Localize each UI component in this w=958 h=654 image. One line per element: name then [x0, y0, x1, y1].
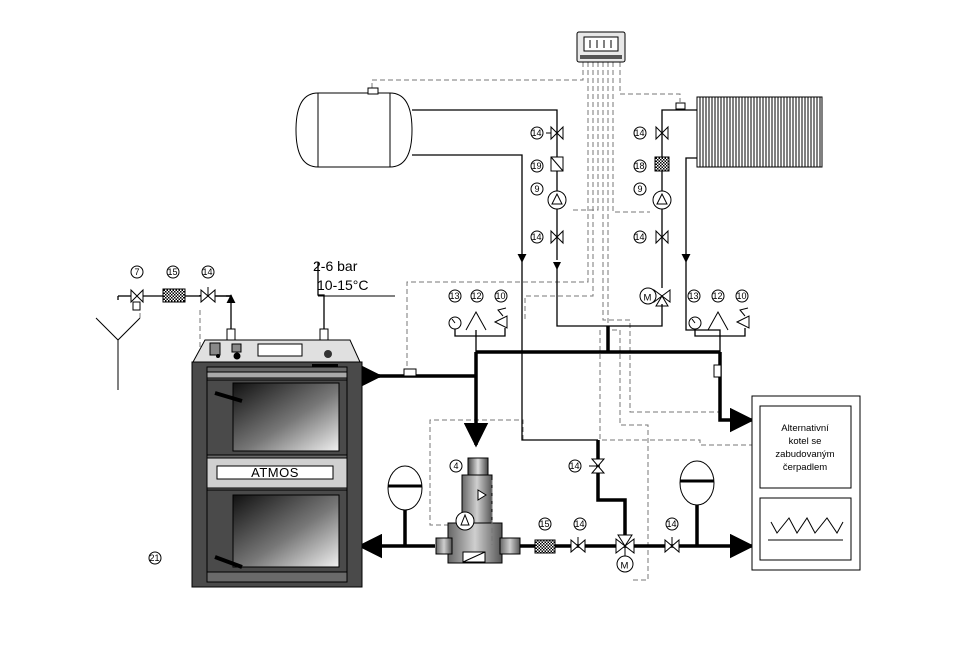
svg-text:14: 14 [532, 128, 542, 138]
svg-text:čerpadlem: čerpadlem [783, 462, 827, 473]
svg-text:M: M [644, 293, 652, 304]
svg-text:2-6 bar: 2-6 bar [313, 258, 358, 274]
safety-group-left [448, 307, 508, 352]
svg-text:M: M [621, 561, 629, 572]
safety-valve-icon [493, 315, 508, 329]
svg-text:10: 10 [737, 291, 747, 301]
pump-9-icon [547, 190, 567, 210]
svg-text:zabudovaným: zabudovaným [775, 449, 834, 460]
atmos-boiler: ATMOS [191, 328, 363, 588]
svg-text:Alternativní: Alternativní [781, 423, 829, 434]
filter-15-icon [534, 539, 556, 554]
svg-text:19: 19 [532, 161, 542, 171]
valve-14g-icon [589, 458, 606, 474]
pump-9b-icon [652, 190, 672, 210]
svg-text:7: 7 [135, 267, 140, 277]
svg-text:9: 9 [535, 184, 540, 194]
svg-text:12: 12 [472, 291, 482, 301]
svg-text:21: 21 [150, 553, 160, 563]
valve-14e-icon [570, 537, 586, 554]
svg-text:15: 15 [540, 519, 550, 529]
svg-text:ATMOS: ATMOS [251, 465, 299, 480]
svg-text:14: 14 [667, 519, 677, 529]
controller-unit [576, 31, 626, 63]
valve-7-icon [130, 288, 144, 311]
svg-text:13: 13 [689, 291, 699, 301]
valve-14b-icon [550, 229, 564, 245]
svg-text:14: 14 [575, 519, 585, 529]
mixing-valve-lower-icon: M [615, 534, 635, 573]
cooling-loop [95, 287, 231, 390]
alternative-boiler [751, 395, 861, 571]
svg-text:4: 4 [454, 461, 459, 471]
svg-text:10-15°C: 10-15°C [317, 277, 369, 293]
charging-unit [435, 457, 521, 564]
svg-text:10: 10 [496, 291, 506, 301]
mixing-valve-motor-icon: M [639, 287, 671, 307]
valve-14f-icon [664, 537, 680, 554]
svg-text:14: 14 [570, 461, 580, 471]
upper-right-branch: M [639, 125, 672, 307]
filter-18-icon [654, 156, 670, 172]
valve-14h-icon [200, 287, 216, 304]
storage-tank [295, 87, 413, 168]
svg-text:14: 14 [635, 128, 645, 138]
air-vent-icon [465, 310, 487, 331]
valve-14c-icon [655, 125, 669, 141]
upper-left-branch [546, 125, 567, 270]
radiator [696, 96, 823, 168]
svg-text:kotel se: kotel se [789, 436, 822, 447]
expansion-tank-right [679, 460, 715, 506]
svg-text:14: 14 [203, 267, 213, 277]
part-number-labels: 7 15 14 14 19 9 14 14 18 9 14 13 12 10 1… [130, 126, 749, 565]
expansion-tank-left [387, 465, 423, 511]
valve-14-icon [546, 125, 564, 141]
svg-text:14: 14 [635, 232, 645, 242]
svg-text:18: 18 [635, 161, 645, 171]
svg-text:14: 14 [532, 232, 542, 242]
valve-14d-icon [655, 229, 669, 245]
safety-group-right [688, 307, 750, 337]
svg-text:15: 15 [168, 267, 178, 277]
svg-text:9: 9 [638, 184, 643, 194]
svg-text:12: 12 [713, 291, 723, 301]
filter-15b-icon [162, 288, 186, 303]
svg-text:13: 13 [450, 291, 460, 301]
